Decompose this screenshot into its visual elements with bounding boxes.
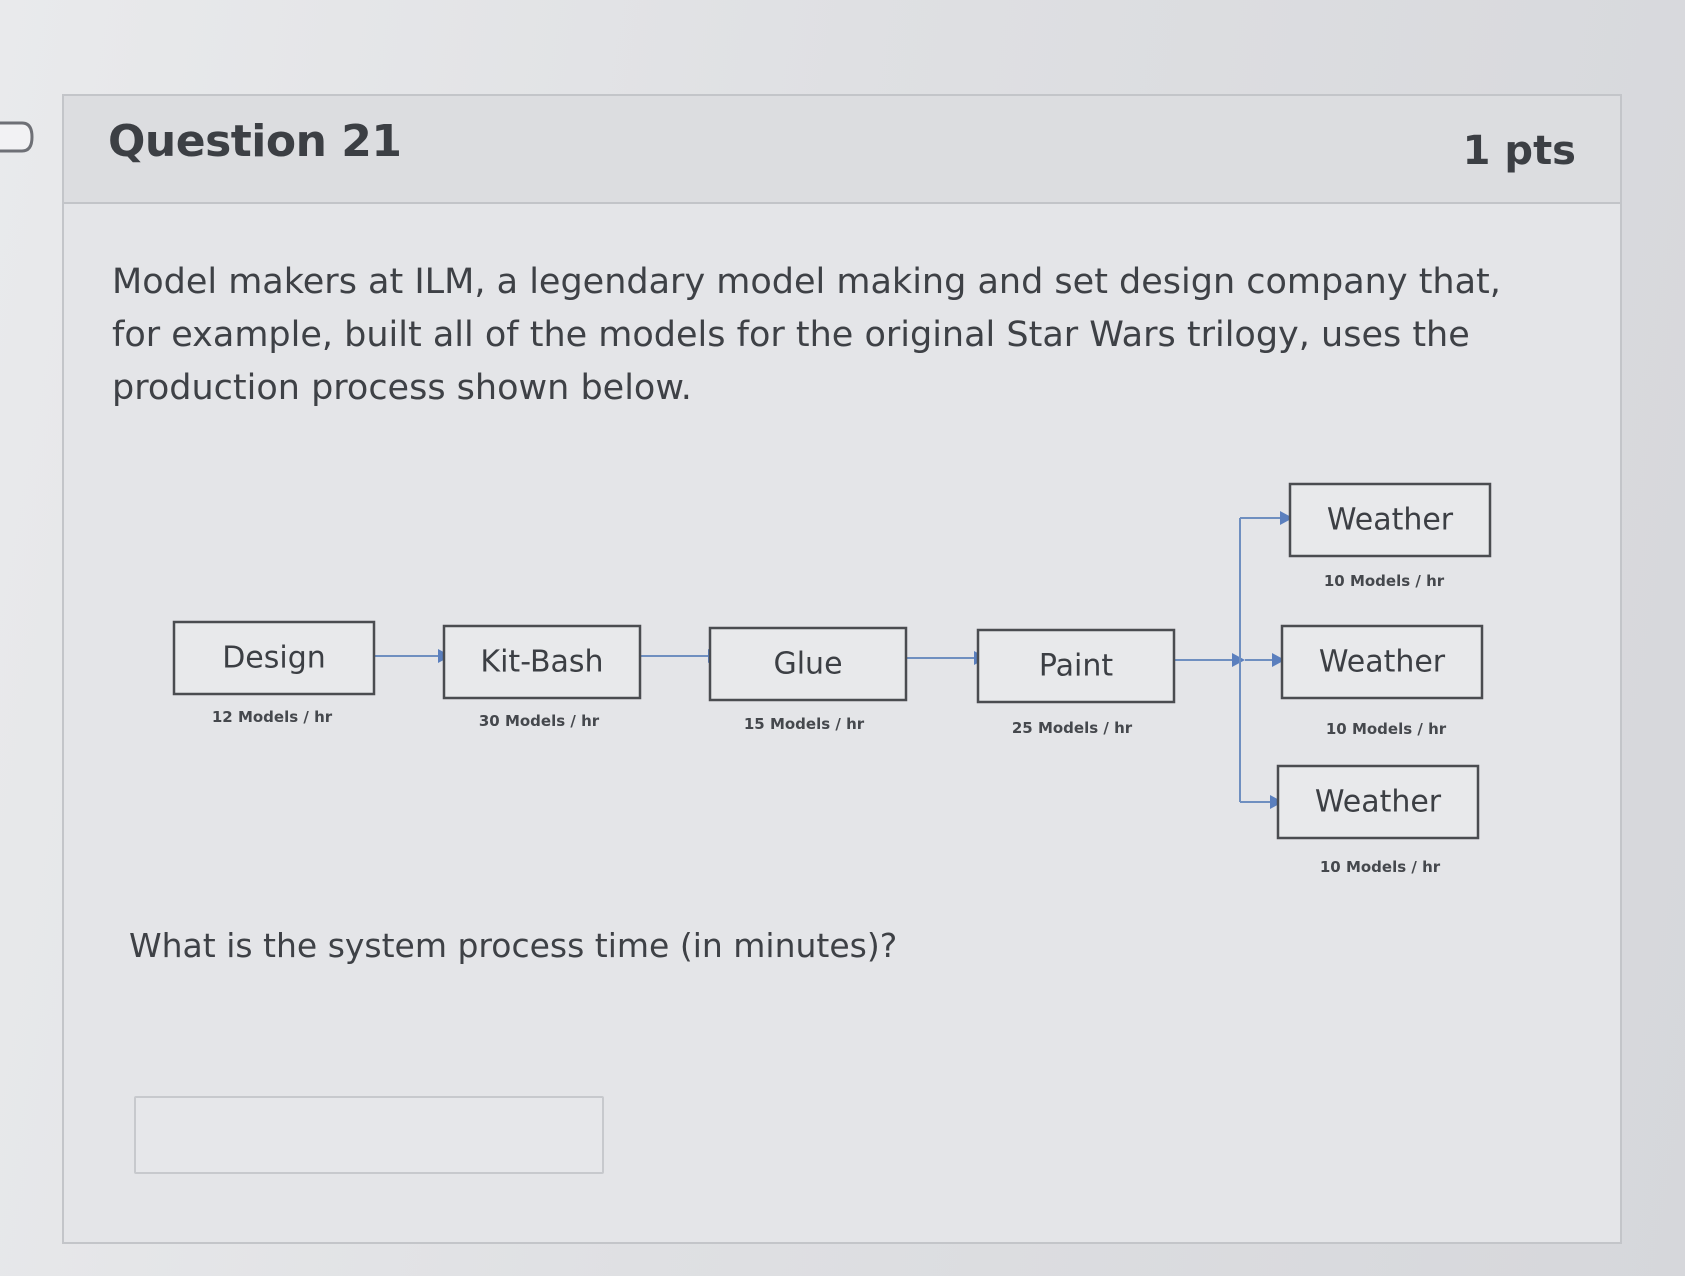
question-header: Question 21 1 pts xyxy=(64,96,1620,204)
station-paint: Paint 25 Models / hr xyxy=(976,628,1176,737)
station-weather-2: Weather 10 Models / hr xyxy=(1280,624,1484,738)
arrow-head xyxy=(1280,511,1293,525)
station-label: Paint xyxy=(1039,649,1113,684)
station-box xyxy=(1288,482,1492,558)
station-rate: 30 Models / hr xyxy=(479,712,600,730)
arrow-head xyxy=(974,651,987,665)
arrow-head xyxy=(1272,653,1285,667)
station-rate: 10 Models / hr xyxy=(1326,720,1447,738)
station-label: Kit-Bash xyxy=(480,645,603,680)
station-rate: 12 Models / hr xyxy=(212,708,333,726)
station-label: Design xyxy=(222,641,326,676)
station-box xyxy=(1280,624,1484,700)
station-box xyxy=(708,626,908,702)
station-box xyxy=(976,628,1176,704)
question-prompt: What is the system process time (in minu… xyxy=(129,926,898,965)
bookmark-flag-icon[interactable] xyxy=(0,120,38,154)
station-box xyxy=(442,624,642,700)
arrow-head xyxy=(438,649,451,663)
station-kit-bash: Kit-Bash 30 Models / hr xyxy=(442,624,642,730)
question-points: 1 pts xyxy=(1462,128,1576,174)
question-title: Question 21 xyxy=(108,116,402,167)
station-rate: 15 Models / hr xyxy=(744,715,865,733)
station-rate: 25 Models / hr xyxy=(1012,719,1133,737)
station-rate: 10 Models / hr xyxy=(1324,572,1445,590)
arrow-head xyxy=(1232,653,1245,667)
station-box xyxy=(1276,764,1480,840)
station-label: Glue xyxy=(773,647,842,682)
arrow-head xyxy=(1270,795,1283,809)
arrow-head xyxy=(708,649,721,663)
station-glue: Glue 15 Models / hr xyxy=(708,626,908,733)
answer-input[interactable] xyxy=(134,1096,604,1174)
station-label: Weather xyxy=(1319,645,1446,680)
station-label: Weather xyxy=(1315,785,1442,820)
station-label: Weather xyxy=(1327,503,1454,538)
question-card: Question 21 1 pts Model makers at ILM, a… xyxy=(62,94,1622,1244)
station-weather-3: Weather 10 Models / hr xyxy=(1276,764,1480,876)
station-rate: 10 Models / hr xyxy=(1320,858,1441,876)
station-box xyxy=(172,620,376,696)
question-text: Model makers at ILM, a legendary model m… xyxy=(112,262,1501,408)
station-weather-1: Weather 10 Models / hr xyxy=(1288,482,1492,590)
station-design: Design 12 Models / hr xyxy=(172,620,376,726)
